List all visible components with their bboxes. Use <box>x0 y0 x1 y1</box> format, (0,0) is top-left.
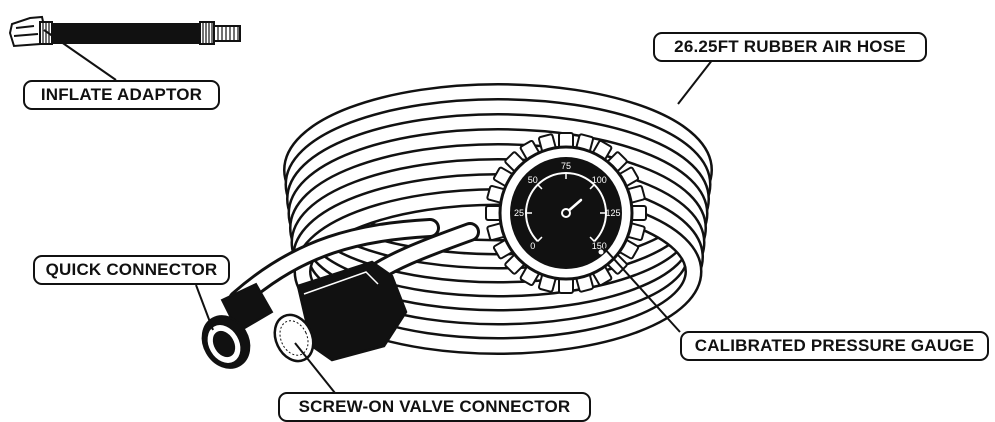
gauge-tick-label: 50 <box>528 175 538 185</box>
pressure-gauge-label: CALIBRATED PRESSURE GAUGE <box>680 331 989 361</box>
gauge-tick-label: 125 <box>605 208 620 218</box>
gauge-tick-mark <box>537 236 543 242</box>
inflate-adaptor-illustration <box>8 15 241 48</box>
gauge-tick-label: 75 <box>561 161 571 171</box>
gauge-tick-label: 100 <box>592 175 607 185</box>
valve-connector-label: SCREW-ON VALVE CONNECTOR <box>278 392 591 422</box>
gauge-tick-mark <box>589 236 595 242</box>
gauge-tick-label: 0 <box>530 241 535 251</box>
gauge-tick-label: 25 <box>514 208 524 218</box>
gauge-tick-label: 150 <box>592 241 607 251</box>
quick-connector-illustration <box>201 282 274 369</box>
pressure-gauge-illustration: 0 25 50 75 100 125 150 <box>485 132 647 294</box>
screw-on-valve-connector-illustration <box>273 260 408 363</box>
inflate-adaptor-label: INFLATE ADAPTOR <box>23 80 220 110</box>
gauge-tick-mark <box>589 184 595 190</box>
hose-tail <box>228 218 480 310</box>
gauge-tick-mark <box>537 184 543 190</box>
coiled-air-hose <box>283 83 713 355</box>
air-hose-label: 26.25FT RUBBER AIR HOSE <box>653 32 927 62</box>
quick-connector-label: QUICK CONNECTOR <box>33 255 230 285</box>
